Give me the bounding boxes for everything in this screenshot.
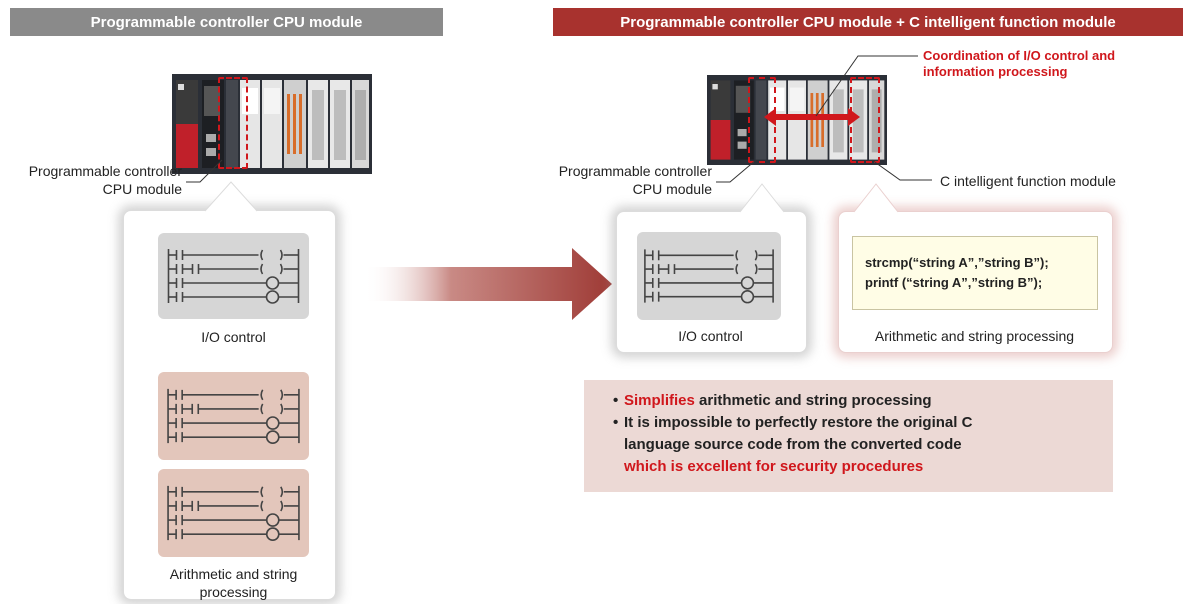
header-left: Programmable controller CPU module (10, 8, 443, 36)
left-io-caption: I/O control (201, 329, 266, 345)
transition-arrow (364, 248, 612, 320)
right-cpu-label: Programmable controller CPU module (558, 163, 712, 197)
code-line-2: printf (“string A”,”string B”); (865, 275, 1043, 290)
ladder-diagram (644, 248, 774, 304)
left-io-ladder (158, 233, 309, 319)
cpu-highlight-box (218, 77, 248, 169)
c-module-label: C intelligent function module (940, 173, 1116, 189)
left-arith-caption: Arithmetic and string processing (169, 566, 298, 600)
header-right: Programmable controller CPU module + C i… (553, 8, 1183, 36)
left-cpu-label: Programmable controller CPU module (28, 163, 182, 197)
left-arith-ladder-2 (158, 469, 309, 557)
right-arith-caption: Arithmetic and string processing (874, 328, 1075, 344)
left-callout-notch (205, 181, 257, 212)
benefit-1: •Simplifies arithmetic and string proces… (613, 392, 932, 409)
right-io-caption: I/O control (678, 328, 743, 344)
benefit-2: •It is impossible to perfectly restore t… (613, 414, 973, 431)
c-code-box: strcmp(“string A”,”string B”); printf (“… (852, 236, 1098, 310)
right-io-ladder (637, 232, 781, 320)
right-io-callout-notch (740, 183, 784, 213)
right-arith-callout-notch (854, 183, 898, 213)
left-arith-ladder-1 (158, 372, 309, 460)
benefit-2-highlight: which is excellent for security procedur… (624, 458, 924, 475)
coordination-label: Coordination of I/O control and informat… (923, 48, 1116, 79)
bidirectional-arrow (764, 108, 860, 126)
benefits-box: •Simplifies arithmetic and string proces… (584, 380, 1113, 492)
benefit-2-cont: language source code from the converted … (624, 436, 962, 453)
code-line-1: strcmp(“string A”,”string B”); (865, 255, 1049, 270)
